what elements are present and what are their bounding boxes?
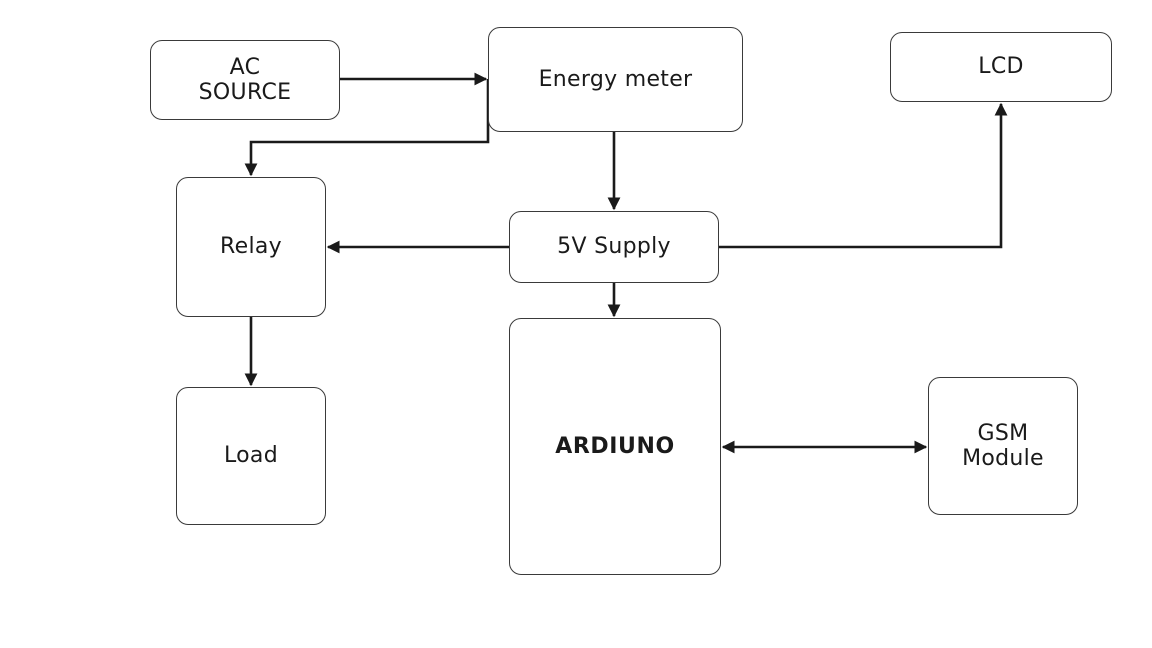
relay-block: Relay (176, 177, 326, 317)
arduino-block: ARDIUNO (509, 318, 721, 575)
relay-label: Relay (220, 234, 282, 260)
load-label: Load (224, 443, 278, 469)
energy-meter-block: Energy meter (488, 27, 743, 132)
arduino-label: ARDIUNO (555, 433, 675, 459)
energy-meter-label: Energy meter (538, 66, 693, 92)
lcd-label: LCD (978, 54, 1024, 80)
supply-label: 5V Supply (557, 234, 671, 260)
supply-block: 5V Supply (509, 211, 719, 283)
gsm-module-label: GSM Module (962, 420, 1044, 471)
ac-source-label: AC SOURCE (198, 54, 292, 105)
ac-source-block: AC SOURCE (150, 40, 340, 120)
arrow-supply-to-lcd (719, 102, 1008, 249)
gsm-module-block: GSM Module (928, 377, 1078, 515)
lcd-block: LCD (890, 32, 1112, 102)
load-block: Load (176, 387, 326, 525)
